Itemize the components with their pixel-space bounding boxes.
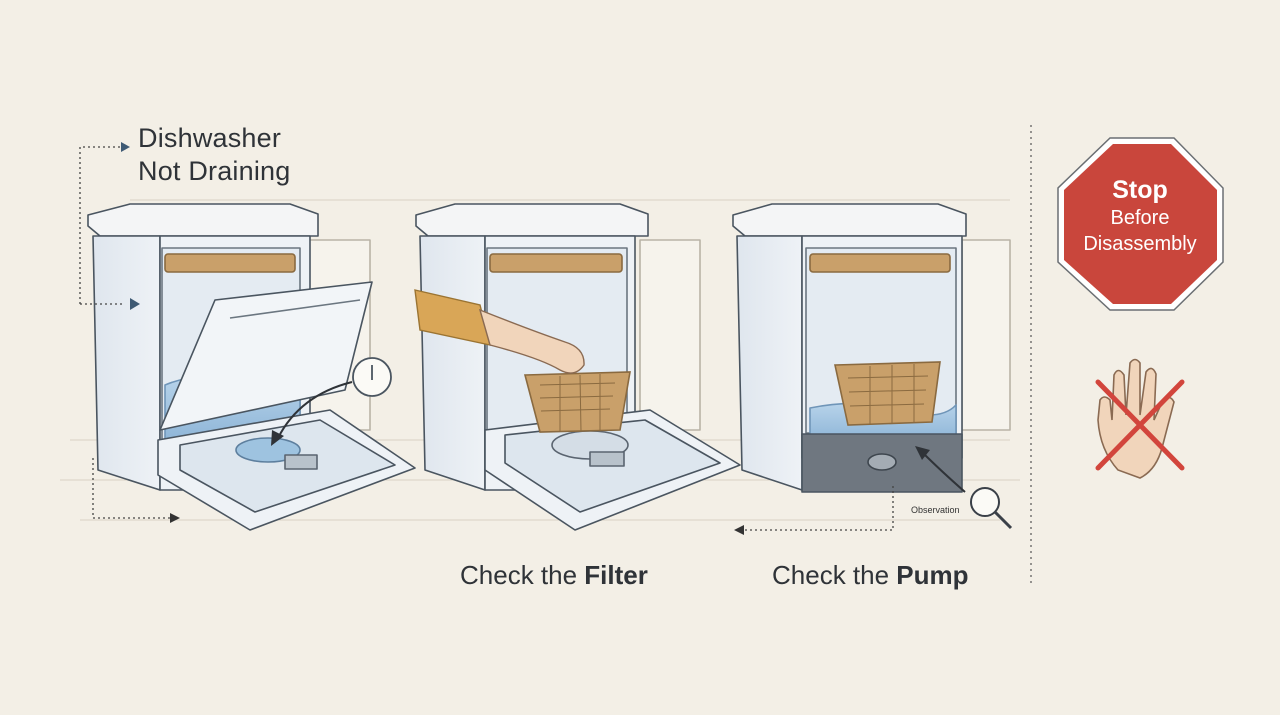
step-label-pump: Check the Pump (772, 560, 969, 591)
stop-sign-line2: Before (1110, 207, 1170, 229)
stop-sign-icon (1057, 137, 1224, 311)
stop-sign-line3: Disassembly (1083, 233, 1197, 255)
flow-arrowhead-3 (170, 513, 180, 523)
filter-basket-3 (834, 361, 941, 426)
observation-label: Observation (911, 505, 960, 515)
problem-title: Dishwasher Not Draining (138, 122, 290, 188)
filter-basket-2 (523, 371, 631, 433)
arrow-head-icon (271, 430, 284, 446)
arrow-icon (277, 381, 353, 439)
pump-arrowhead-icon (915, 446, 930, 460)
stop-sign-text: Stop Before Disassembly (1058, 175, 1222, 257)
flow-arrowhead-1 (121, 142, 130, 152)
step-label-pump-prefix: Check the (772, 560, 897, 590)
flow-arrowhead-2 (130, 298, 140, 310)
timer-icon (352, 357, 392, 397)
step-label-pump-emphasis: Pump (896, 560, 969, 590)
step-label-filter-emphasis: Filter (584, 560, 648, 590)
reaching-hand (414, 289, 585, 374)
problem-title-line2: Not Draining (138, 156, 291, 186)
problem-title-line1: Dishwasher (138, 123, 282, 153)
step-label-filter: Check the Filter (460, 560, 648, 591)
stop-sign-line1: Stop (1112, 176, 1168, 204)
flow-arrows-left (79, 146, 170, 519)
dishwasher-1 (87, 203, 416, 531)
step-label-filter-prefix: Check the (460, 560, 585, 590)
no-touch-hand-icon (1095, 358, 1185, 479)
return-flow-arrowhead (734, 525, 744, 535)
magnifier-icon (970, 487, 1013, 530)
dishwasher-3 (732, 203, 1011, 493)
